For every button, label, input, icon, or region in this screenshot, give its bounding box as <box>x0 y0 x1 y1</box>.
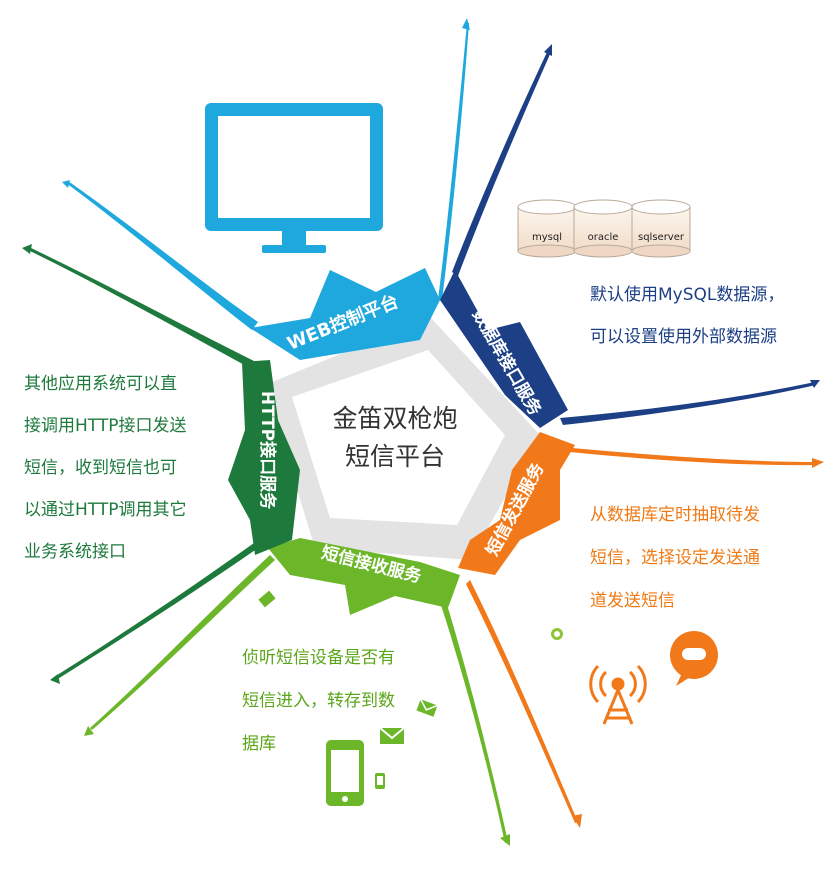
http-description: 其他应用系统可以直 接调用HTTP接口发送 短信，收到短信也可 以通过HTTP调… <box>24 374 187 562</box>
speech-bubble-icon <box>551 628 718 686</box>
db-leader-bottom <box>560 382 816 425</box>
db-cylinder-oracle: oracle <box>573 199 633 258</box>
http-banner <box>228 360 300 555</box>
send-description: 从数据库定时抽取待发 短信，选择设定发送通 道发送短信 <box>590 505 760 611</box>
web-banner <box>250 268 440 360</box>
database-icon: mysql oracle sqlserver <box>517 199 691 258</box>
db-name-oracle: oracle <box>588 232 619 243</box>
db-cylinder-mysql: mysql <box>517 199 577 258</box>
monitor-icon <box>205 103 383 253</box>
db-description: 默认使用MySQL数据源， 可以设置使用外部数据源 <box>590 285 785 347</box>
recv-leader-left <box>90 555 275 730</box>
db-banner <box>440 270 568 428</box>
mobile-phone-icon <box>326 740 385 806</box>
db-cylinder-sqlserver: sqlserver <box>631 199 691 258</box>
db-leader-top <box>452 50 551 276</box>
send-leader-bottom <box>466 580 578 823</box>
web-leader-left <box>66 181 258 330</box>
recv-leader-right <box>440 598 508 843</box>
envelope-icon <box>258 590 438 744</box>
recv-description: 侦听短信设备是否有 短信进入，转存到数 据库 <box>242 648 395 754</box>
recv-banner <box>268 538 460 615</box>
branch-send: 短信发送服务 <box>458 432 824 828</box>
db-name-sqlserver: sqlserver <box>638 232 685 243</box>
http-label: HTTP接口服务 <box>257 391 278 510</box>
center-title-line1: 金笛双枪炮 <box>332 404 458 433</box>
http-leader-top <box>28 247 256 368</box>
branch-http: HTTP接口服务 <box>22 244 300 684</box>
center-pentagon-inner <box>292 350 505 525</box>
branch-web: WEB控制平台 <box>62 18 470 360</box>
send-banner <box>458 432 575 575</box>
web-leader-right <box>438 23 469 300</box>
radio-tower-icon <box>589 664 647 725</box>
center-title: 金笛双枪炮 短信平台 <box>300 400 490 476</box>
http-leader-bottom <box>54 543 258 680</box>
db-name-mysql: mysql <box>532 232 562 243</box>
center-title-line2: 短信平台 <box>344 442 445 471</box>
send-leader-top <box>570 448 818 466</box>
